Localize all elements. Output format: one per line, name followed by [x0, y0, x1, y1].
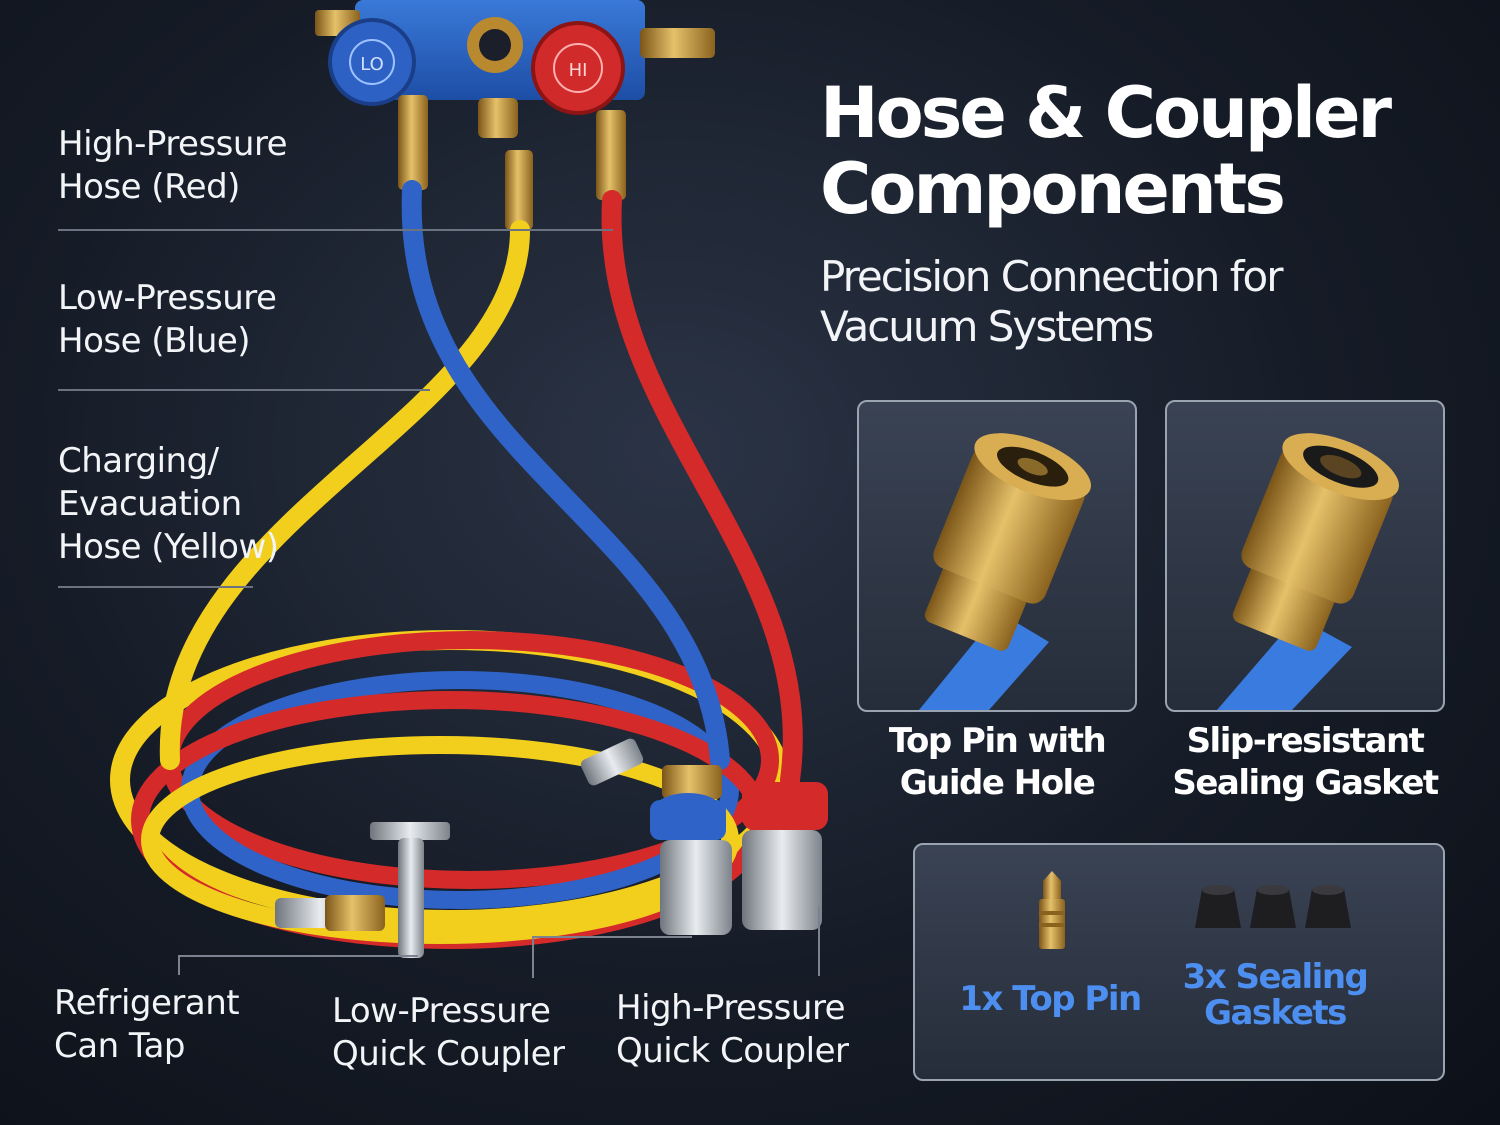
label-line: Low-Pressure [58, 278, 277, 318]
title-line: Hose & Coupler [820, 72, 1392, 154]
brass-fitting-icon [919, 433, 1091, 710]
label-line: Charging/ [58, 441, 219, 481]
manifold-gauge-icon: LO HI [315, 0, 715, 138]
caption-line: Top Pin with [888, 721, 1107, 761]
high-pressure-hose-label: High-Pressure Hose (Red) [58, 123, 288, 209]
label-line: High-Pressure [616, 988, 846, 1028]
accessories-card: 1x Top Pin 3x Sealing Gaskets [913, 843, 1445, 1081]
label-line: Can Tap [54, 1026, 186, 1066]
sealing-gasket-icon [1217, 433, 1399, 710]
label-line: Hose (Red) [58, 167, 240, 207]
top-pin-caption: Top Pin with Guide Hole [857, 720, 1137, 804]
sealing-gasket-card [1165, 400, 1445, 712]
caption-line: Guide Hole [899, 763, 1096, 803]
leader-line [532, 936, 692, 938]
brass-fitting-icon [398, 95, 428, 190]
caption-line: 3x Sealing [1182, 957, 1369, 997]
top-pin-count: 1x Top Pin [959, 979, 1142, 1019]
label-divider [58, 586, 253, 588]
top-pin-card [857, 400, 1137, 712]
page-title: Hose & Coupler Components [820, 75, 1460, 227]
label-divider [58, 389, 430, 391]
gasket-count: 3x Sealing Gaskets [1160, 959, 1390, 1031]
leader-line [532, 936, 534, 978]
lo-knob-label: LO [360, 54, 384, 75]
low-pressure-hose-label: Low-Pressure Hose (Blue) [58, 277, 277, 363]
title-line: Components [820, 148, 1286, 230]
low-pressure-coupler-label: Low-Pressure Quick Coupler [332, 990, 565, 1076]
caption-line: Gaskets [1204, 993, 1347, 1033]
caption-line: Sealing Gasket [1172, 763, 1439, 803]
high-pressure-coupler-label: High-Pressure Quick Coupler [616, 987, 849, 1073]
label-line: Quick Coupler [616, 1031, 849, 1071]
label-divider [58, 229, 613, 231]
leader-line [178, 955, 418, 957]
label-line: Hose (Blue) [58, 321, 251, 361]
hi-knob-label: HI [569, 60, 588, 81]
quick-coupler-icon [580, 738, 828, 935]
label-line: Hose (Yellow) [58, 527, 279, 567]
can-tap-label: Refrigerant Can Tap [54, 982, 240, 1068]
label-line: Quick Coupler [332, 1034, 565, 1074]
sealing-gasket-icon [1195, 885, 1351, 928]
can-tap-icon [275, 822, 450, 958]
page-subtitle: Precision Connection for Vacuum Systems [820, 252, 1460, 352]
label-line: Refrigerant [54, 983, 240, 1023]
leader-line [818, 906, 820, 976]
subtitle-line: Precision Connection for [820, 252, 1284, 301]
caption-line: Slip-resistant [1186, 721, 1425, 761]
sealing-gasket-caption: Slip-resistant Sealing Gasket [1155, 720, 1455, 804]
charging-hose-label: Charging/ Evacuation Hose (Yellow) [58, 440, 279, 569]
label-line: Evacuation [58, 484, 242, 524]
subtitle-line: Vacuum Systems [820, 302, 1154, 351]
leader-line [178, 955, 180, 975]
top-pin-icon [1039, 871, 1065, 949]
label-line: Low-Pressure [332, 991, 551, 1031]
label-line: High-Pressure [58, 124, 288, 164]
